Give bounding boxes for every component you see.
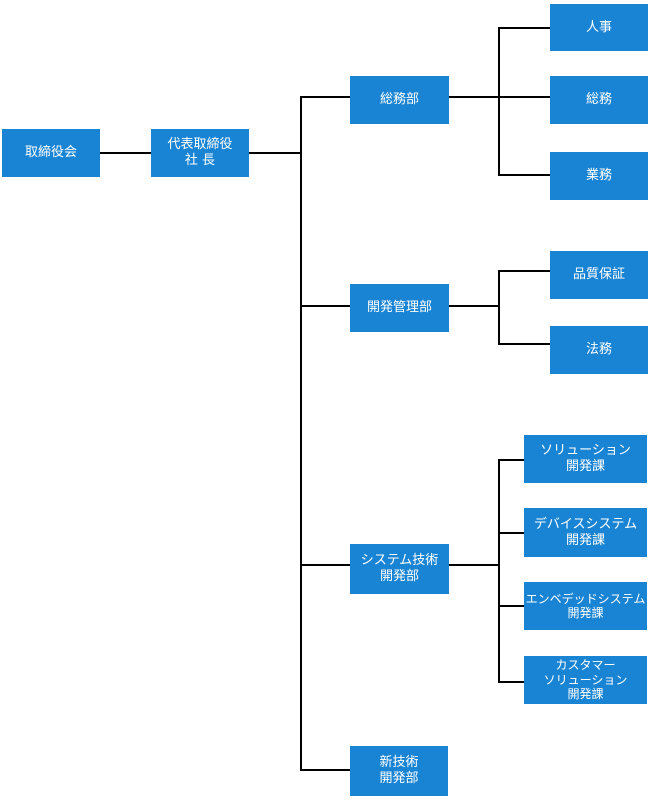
node-new-tech-label-line1: 新技術 bbox=[379, 755, 419, 771]
node-device-system-dev-label-line2: 開発課 bbox=[565, 532, 605, 548]
node-device-system-dev-label-line1: デバイスシステム bbox=[533, 516, 638, 532]
node-embedded-system-dev-label-line1: エンベデッドシステム bbox=[525, 591, 646, 606]
node-ceo: 代表取締役 社 長 bbox=[151, 129, 249, 177]
node-board-label: 取締役会 bbox=[24, 145, 77, 161]
node-general-affairs-section: 総務 bbox=[550, 76, 648, 124]
node-hr: 人事 bbox=[550, 4, 648, 51]
node-board: 取締役会 bbox=[2, 129, 100, 177]
node-solution-dev: ソリューション 開発課 bbox=[524, 435, 647, 483]
node-system-tech-label-line1: システム技術 bbox=[360, 553, 439, 569]
node-customer-solution-dev-label-line3: 開発課 bbox=[567, 687, 604, 702]
node-system-tech-label-line2: 開発部 bbox=[379, 569, 419, 584]
node-new-tech-label-line2: 開発部 bbox=[379, 771, 419, 786]
node-ceo-label-line2: 社 長 bbox=[184, 153, 216, 168]
node-general-affairs-label: 総務部 bbox=[379, 92, 419, 108]
node-hr-label: 人事 bbox=[585, 19, 612, 35]
node-dev-management: 開発管理部 bbox=[350, 284, 449, 332]
node-embedded-system-dev: エンベデッドシステム 開発課 bbox=[524, 582, 647, 630]
node-customer-solution-dev-label-line2: ソリューション bbox=[543, 672, 628, 687]
node-general-affairs-section-label: 総務 bbox=[585, 92, 612, 108]
node-operations-label: 業務 bbox=[585, 168, 612, 184]
node-legal: 法務 bbox=[550, 326, 648, 374]
node-dev-management-label: 開発管理部 bbox=[366, 300, 432, 316]
node-system-tech: システム技術 開発部 bbox=[350, 544, 449, 594]
node-solution-dev-label-line2: 開発課 bbox=[565, 459, 605, 474]
node-quality-assurance: 品質保証 bbox=[550, 251, 648, 299]
node-operations: 業務 bbox=[550, 152, 648, 200]
node-ceo-label-line1: 代表取締役 bbox=[167, 137, 233, 153]
node-general-affairs: 総務部 bbox=[350, 76, 449, 124]
node-customer-solution-dev: カスタマー ソリューション 開発課 bbox=[524, 656, 647, 704]
node-embedded-system-dev-label-line2: 開発課 bbox=[567, 606, 604, 620]
node-solution-dev-label-line1: ソリューション bbox=[540, 443, 631, 459]
node-device-system-dev: デバイスシステム 開発課 bbox=[524, 508, 647, 557]
node-customer-solution-dev-label-line1: カスタマー bbox=[555, 658, 616, 673]
node-new-tech: 新技術 開発部 bbox=[350, 746, 448, 796]
node-quality-assurance-label: 品質保証 bbox=[572, 267, 625, 283]
node-legal-label: 法務 bbox=[585, 342, 612, 358]
